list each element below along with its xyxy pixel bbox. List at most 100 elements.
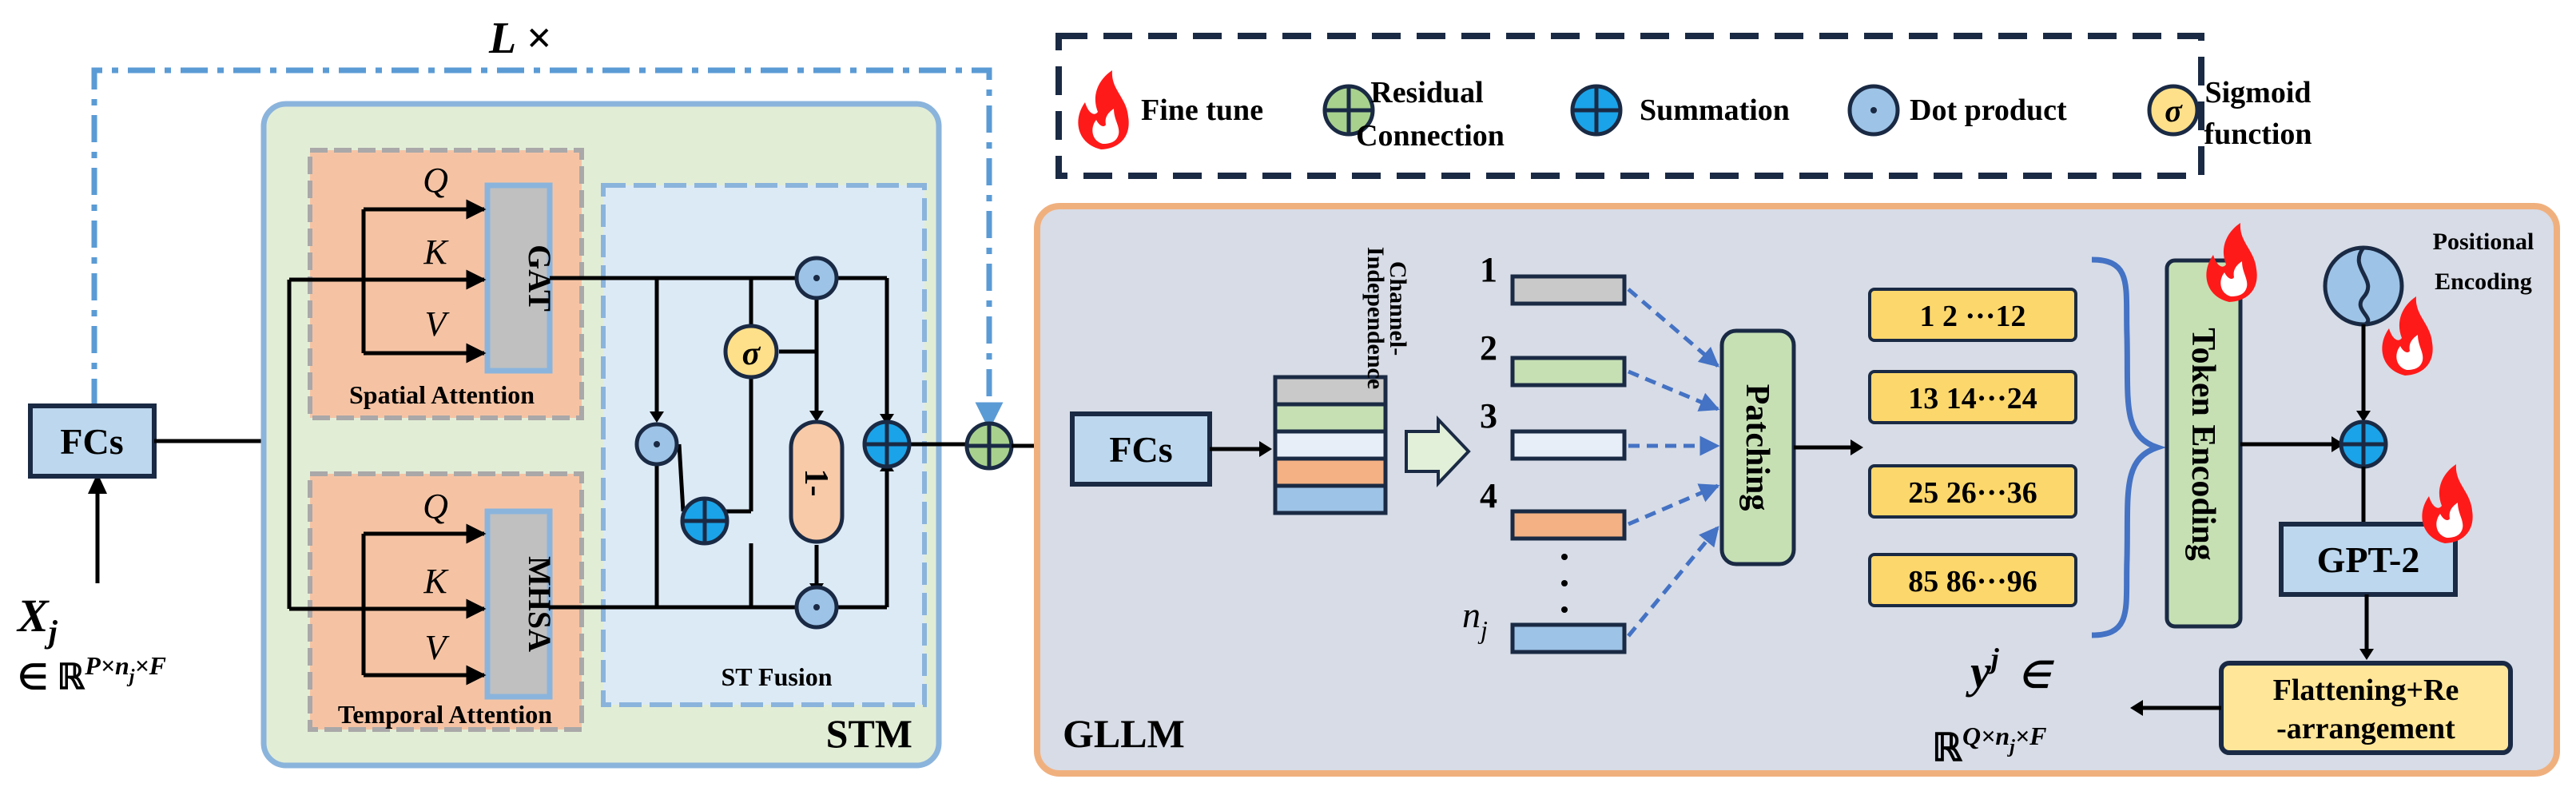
x-var: X	[16, 590, 50, 642]
token-encoding-label: Token Encoding	[2184, 328, 2221, 560]
token-text-3: 25 26···36	[1908, 476, 2037, 510]
stm-label: STM	[826, 711, 912, 756]
temporal-q-label: Q	[423, 487, 448, 526]
fcs-label-gllm: FCs	[1109, 429, 1172, 470]
legend-residual-label-2: Connection	[1356, 119, 1505, 153]
x-sup-sub: j	[126, 666, 135, 687]
legend-sigmoid-label-2: function	[2204, 117, 2312, 151]
flame-icon	[2422, 464, 2473, 543]
y-in: ∈	[2018, 654, 2055, 695]
summation-icon	[1570, 84, 1623, 137]
legend-dot-product-label: Dot product	[1910, 93, 2067, 127]
channel-num-1: 1	[1480, 250, 1497, 289]
flatten-out-arrowhead	[2130, 700, 2143, 716]
ci-label-2: Independence	[1362, 247, 1389, 389]
legend-fine-tune-label: Fine tune	[1141, 93, 1263, 127]
gpt2-block	[2279, 522, 2458, 597]
svg-text:ℝQ×nj×F: ℝQ×nj×F	[1932, 721, 2046, 769]
channel-num-2: 2	[1480, 328, 1497, 368]
channel-bar-3	[1510, 429, 1627, 461]
y-var: y	[1966, 646, 1991, 698]
token-list: 1 2 ···12 13 14···24 25 26···36 85 86···…	[1868, 288, 2077, 607]
x-sup-end: ×F	[134, 651, 166, 680]
summation-output	[862, 419, 912, 469]
legend-sigma-symbol: σ	[2165, 93, 2183, 129]
token-box-4	[1868, 553, 2077, 607]
flame-icon	[1078, 70, 1129, 149]
output-label: yj∈ ℝQ×nj×F	[1932, 642, 2055, 769]
fcs-label-left: FCs	[60, 421, 123, 462]
fcs-to-stack-arrowhead	[1259, 441, 1272, 457]
nj-sub: j	[1477, 615, 1488, 644]
positional-label-1: Positional	[2433, 229, 2534, 255]
temporal-attention-label: Temporal Attention	[338, 700, 552, 729]
y-domain: ℝ	[1932, 727, 1963, 769]
token-text-4: 85 86···96	[1908, 565, 2037, 598]
gpt2-label: GPT-2	[2317, 539, 2420, 580]
svg-text:nj: nj	[1462, 594, 1488, 644]
positional-down-arrowhead	[2356, 411, 2371, 422]
flattening-label-2: -arrangement	[2276, 712, 2455, 745]
y-sup2-sub: j	[2006, 737, 2015, 757]
input-label: Xj ∈ ℝP×nj×F	[16, 590, 166, 697]
x-sup: P×n	[84, 651, 129, 680]
token-box-1	[1868, 288, 2077, 342]
token-text-2: 13 14···24	[1908, 382, 2037, 415]
channel-bar-2	[1510, 356, 1627, 388]
gllm-label: GLLM	[1063, 711, 1185, 756]
ci-label-1: Channel-	[1385, 261, 1411, 356]
channel-stack	[1273, 375, 1388, 515]
token-box-3	[1868, 464, 2077, 519]
legend: Fine tune Residual Connection Summation …	[1055, 33, 2312, 179]
qkv-arrows	[364, 199, 487, 686]
channel-independence-arrow	[1405, 415, 1471, 488]
input-arrowhead	[88, 473, 107, 494]
spatial-q-label: Q	[423, 161, 448, 200]
token-brace	[2091, 256, 2167, 638]
svg-text:∈ ℝP×nj×F: ∈ ℝP×nj×F	[18, 651, 166, 697]
dot-product-top	[794, 256, 839, 300]
gpt-to-flatten-arrowhead	[2359, 649, 2374, 660]
loop-label: L ×	[488, 14, 551, 63]
channel-ellipsis	[1561, 554, 1568, 613]
channel-num-4: 4	[1480, 476, 1497, 515]
y-sup2: Q×n	[1962, 721, 2010, 750]
one-minus-label: 1-	[797, 469, 834, 497]
channel-bar-nj	[1510, 622, 1627, 654]
y-sup2-end: ×F	[2015, 721, 2047, 750]
channel-dashed-arrows	[1627, 288, 1720, 638]
sigmoid-node: σ	[723, 324, 779, 380]
loop-dashed-arrow	[91, 67, 1004, 431]
flame-icon	[2382, 296, 2433, 376]
mhsa-block	[484, 508, 553, 700]
positional-encoding-icon	[2323, 245, 2404, 327]
token-box-2	[1868, 370, 2077, 424]
dot-product-left	[634, 422, 679, 467]
one-minus-block	[789, 419, 845, 544]
dot-product-icon	[1847, 84, 1900, 137]
spatial-v-label: V	[425, 304, 451, 344]
st-fusion-label: ST Fusion	[721, 662, 832, 691]
token-encoding-out-arrowhead	[2332, 436, 2344, 452]
channel-bar-4	[1510, 509, 1627, 541]
legend-summation-label: Summation	[1640, 93, 1790, 127]
residual-connection-node	[964, 421, 1014, 471]
flattening-label-1: Flattening+Re	[2273, 674, 2459, 707]
sigmoid-node-symbol: σ	[742, 336, 761, 372]
svg-text:yj∈: yj∈	[1966, 642, 2055, 698]
legend-border	[1055, 33, 2204, 179]
patching-out-arrowhead	[1851, 439, 1863, 455]
mhsa-label: MHSA	[522, 556, 558, 652]
legend-sigmoid-label-1: Sigmoid	[2204, 76, 2311, 109]
patching-label: Patching	[1739, 384, 1775, 511]
nj-var: n	[1462, 594, 1481, 635]
x-domain: ∈ ℝ	[18, 658, 85, 697]
legend-residual-label-1: Residual	[1370, 76, 1483, 109]
temporal-k-label: K	[423, 562, 449, 601]
positional-label-2: Encoding	[2435, 268, 2532, 295]
spatial-attention-label: Spatial Attention	[349, 380, 535, 409]
spatial-k-label: K	[423, 233, 449, 272]
dot-product-bottom	[794, 585, 839, 630]
channel-bars	[1510, 274, 1627, 654]
